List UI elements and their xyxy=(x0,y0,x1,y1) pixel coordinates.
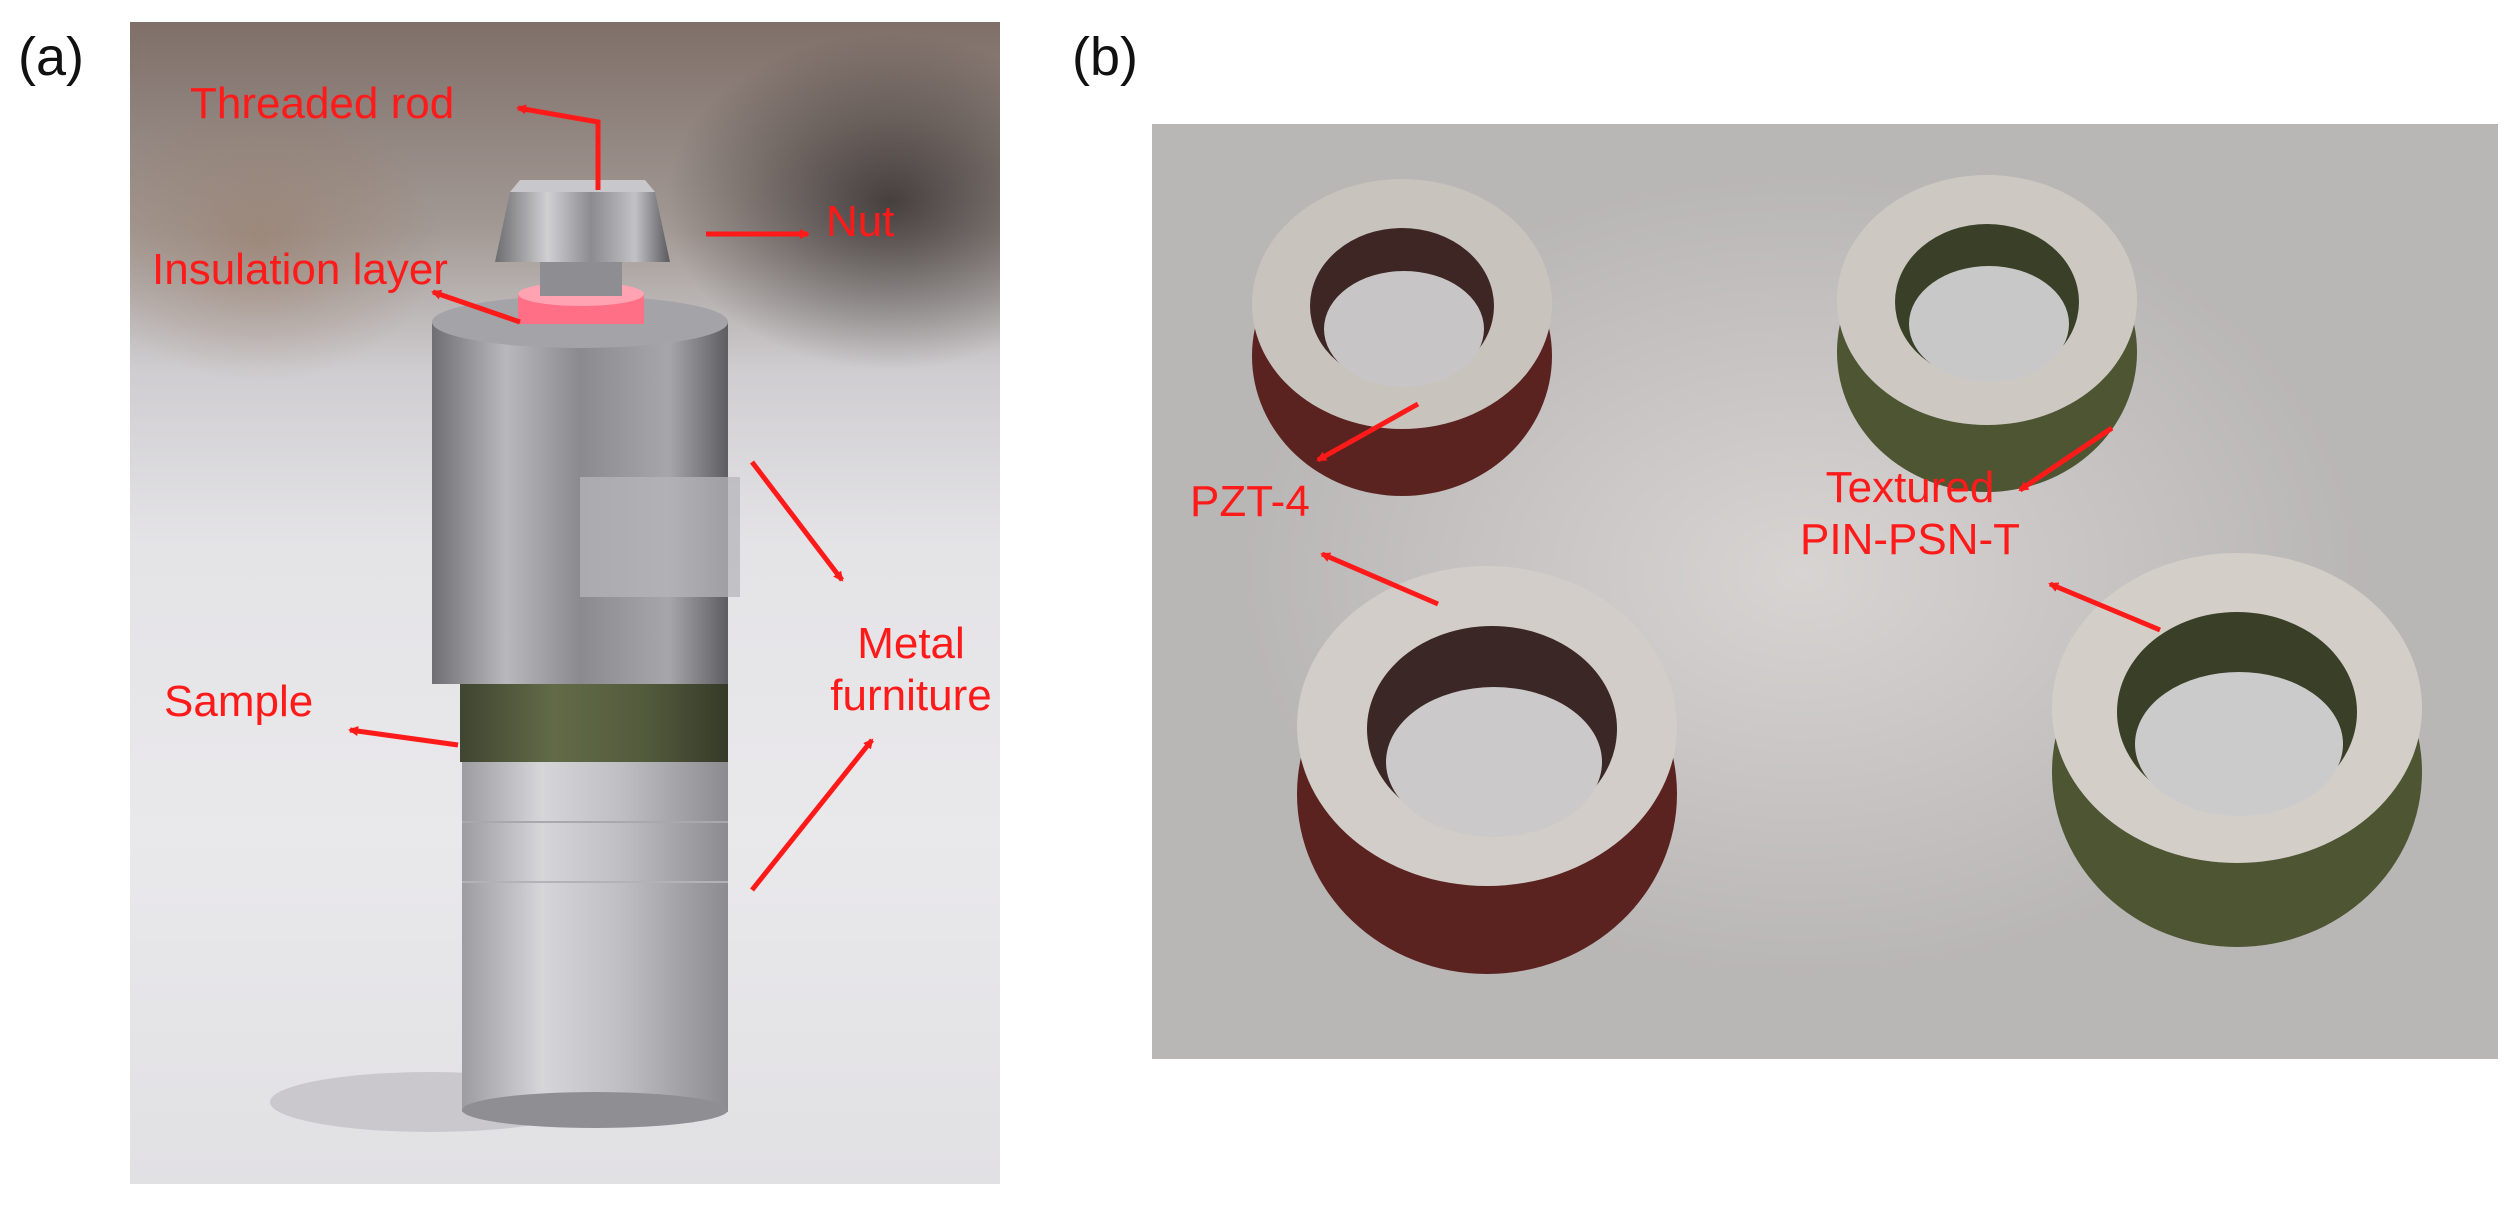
rings-illustration xyxy=(1252,175,2422,974)
label-nut: Nut xyxy=(826,197,895,246)
panel-b-label: (b) xyxy=(1072,27,1138,87)
label-textured-pin-psn-t: Textured PIN-PSN-T xyxy=(1780,462,2040,566)
ring-textured-bottom xyxy=(2052,553,2422,947)
ring-textured-top xyxy=(1837,175,2137,492)
photo-fixture-assembly xyxy=(130,22,1000,1184)
fixture-illustration xyxy=(270,180,740,1132)
label-insulation-layer: Insulation layer xyxy=(152,245,448,294)
panel-a-label: (a) xyxy=(18,27,84,87)
label-sample: Sample xyxy=(164,677,314,726)
photo-ring-samples xyxy=(1152,124,2498,1059)
label-metal-furniture: Metal furniture xyxy=(818,618,1004,722)
ring-pzt4-top xyxy=(1252,179,1552,496)
ring-pzt4-bottom xyxy=(1297,566,1677,974)
label-pzt4: PZT-4 xyxy=(1190,477,1310,526)
label-metal-furniture-line2: furniture xyxy=(830,670,992,720)
label-threaded-rod: Threaded rod xyxy=(190,79,455,128)
label-textured-line2: PIN-PSN-T xyxy=(1800,514,2020,564)
label-metal-furniture-line1: Metal xyxy=(857,619,965,668)
label-textured-line1: Textured xyxy=(1825,463,1995,512)
